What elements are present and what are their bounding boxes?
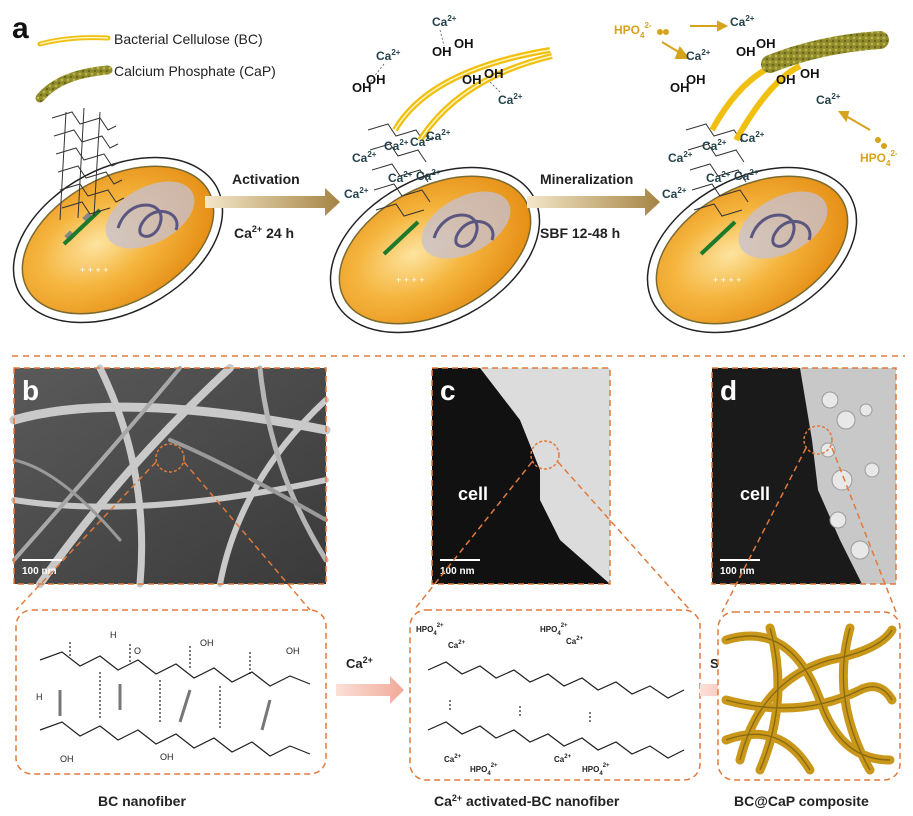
panel-c-cell-label: cell — [458, 484, 488, 504]
ion-labels-cell2: Ca2+ Ca2+ Ca2+ Ca2+ Ca2+ Ca2+ Ca2+ Ca2+ … — [344, 14, 523, 201]
hpo4-ions: HPO42- HPO42- — [614, 21, 898, 168]
panel-b-caption: BC nanofiber — [98, 793, 186, 809]
svg-text:Ca2+: Ca2+ — [734, 168, 759, 183]
svg-text:OH: OH — [454, 36, 474, 51]
svg-text:OH: OH — [756, 36, 776, 51]
sem-fibers — [9, 364, 331, 588]
cellulose-chains — [51, 107, 125, 221]
svg-text:OH: OH — [776, 72, 796, 87]
svg-text:+ + + +: + + + + — [713, 275, 742, 285]
svg-text:Ca2+ 24 h: Ca2+ 24 h — [234, 224, 294, 241]
legend-cap-label: Calcium Phosphate (CaP) — [114, 63, 276, 79]
svg-text:Ca2+: Ca2+ — [444, 754, 462, 764]
panel-c-caption: Ca2+ activated-BC nanofiber — [434, 793, 620, 809]
panel-c-scale: 100 nm — [440, 566, 475, 577]
svg-text:Ca2+: Ca2+ — [668, 150, 693, 165]
activation-label: Activation — [232, 171, 300, 187]
panel-c: c cell 100 nm HPO42+ Ca2+ HPO42+ Ca2+ Ca… — [409, 367, 701, 809]
svg-text:Ca2+: Ca2+ — [686, 48, 711, 63]
ca-transition-arrow: Ca2+ — [336, 655, 404, 704]
sem-zoom-circle — [155, 443, 185, 473]
panel-a: a Bacterial Cellulose (BC) Calcium Phosp… — [12, 12, 898, 334]
svg-text:HPO42+: HPO42+ — [582, 763, 610, 777]
svg-text:Ca2+: Ca2+ — [662, 186, 687, 201]
svg-text:Ca2+: Ca2+ — [346, 655, 373, 671]
svg-text:OH: OH — [462, 72, 482, 87]
svg-text:+ + + +: + + + + — [396, 275, 425, 285]
svg-text:OH: OH — [432, 44, 452, 59]
activation-arrow: Activation Ca2+ 24 h — [205, 171, 340, 241]
panel-b: b 100 nm H O OH OH H OH OH BC nanofiber — [9, 364, 331, 809]
svg-text:HPO42-: HPO42- — [860, 149, 898, 168]
svg-text:Ca2+: Ca2+ — [376, 48, 401, 63]
mineralization-condition: SBF 12-48 h — [540, 225, 620, 241]
svg-text:+ + + +: + + + + — [80, 265, 109, 275]
svg-text:HPO42+: HPO42+ — [470, 763, 498, 777]
svg-text:O: O — [134, 646, 141, 656]
svg-text:Ca2+: Ca2+ — [352, 150, 377, 165]
svg-text:Ca2+: Ca2+ — [730, 14, 755, 29]
panel-a-letter: a — [12, 12, 29, 45]
tem-c-zoom-circle — [530, 440, 560, 470]
legend-bc-label: Bacterial Cellulose (BC) — [114, 31, 263, 47]
svg-text:Ca2+: Ca2+ — [448, 640, 466, 650]
svg-text:Ca2+: Ca2+ — [384, 138, 409, 153]
svg-text:OH: OH — [800, 66, 820, 81]
panel-d-caption: BC@CaP composite — [734, 793, 869, 809]
activated-bc-molecular-structure — [427, 661, 685, 759]
svg-text:Ca2+: Ca2+ — [554, 754, 572, 764]
bc-structure-box — [15, 609, 327, 775]
svg-text:Ca2+: Ca2+ — [432, 14, 457, 29]
svg-text:HPO42+: HPO42+ — [416, 623, 444, 637]
svg-text:Ca2+: Ca2+ — [816, 92, 841, 107]
bacterium-3: + + + + HPO42- HPO42- — [614, 14, 898, 334]
svg-text:Ca2+: Ca2+ — [410, 134, 435, 149]
svg-text:H: H — [110, 630, 117, 640]
svg-text:Ca2+: Ca2+ — [702, 138, 727, 153]
mineralization-label: Mineralization — [540, 171, 633, 187]
svg-text:Ca2+: Ca2+ — [426, 128, 451, 143]
svg-text:H: H — [36, 692, 43, 702]
activation-duration: 24 h — [266, 225, 294, 241]
svg-text:Ca2+: Ca2+ — [566, 636, 584, 646]
activation-ion: Ca — [234, 225, 252, 241]
svg-text:OH: OH — [686, 72, 706, 87]
panel-b-scale: 100 nm — [22, 566, 57, 577]
panel-d-cell-label: cell — [740, 484, 770, 504]
svg-text:HPO42+: HPO42+ — [540, 623, 568, 637]
svg-text:OH: OH — [484, 66, 504, 81]
mineralization-arrow: Mineralization SBF 12-48 h — [527, 171, 660, 241]
cap-coated-fiber — [761, 31, 889, 73]
bacterium-1: + + + + — [12, 107, 224, 324]
panel-d-scale: 100 nm — [720, 566, 755, 577]
svg-text:Ca2+: Ca2+ — [706, 170, 731, 185]
panel-b-letter: b — [22, 375, 39, 406]
cap-fiber-icon — [35, 65, 113, 103]
panel-c-letter: c — [440, 375, 456, 406]
panel-d: d cell 100 nm BC@CaP composite — [711, 367, 901, 809]
svg-text:HPO42-: HPO42- — [614, 21, 652, 40]
tem-d-zoom-circle — [803, 425, 833, 455]
svg-text:Ca2+: Ca2+ — [416, 168, 441, 183]
svg-text:Ca2+: Ca2+ — [740, 130, 765, 145]
legend: Bacterial Cellulose (BC) Calcium Phospha… — [35, 31, 276, 103]
svg-text:OH: OH — [60, 754, 74, 764]
svg-text:OH: OH — [160, 752, 174, 762]
panel-d-letter: d — [720, 375, 737, 406]
svg-text:Ca2+: Ca2+ — [498, 92, 523, 107]
bacterium-2: + + + + Ca2+ Ca2+ Ca2+ Ca2+ Ca2+ Ca2+ Ca… — [329, 14, 553, 334]
bc-molecular-structure — [39, 640, 311, 757]
svg-text:OH: OH — [200, 638, 214, 648]
svg-text:OH: OH — [286, 646, 300, 656]
svg-text:OH: OH — [670, 80, 690, 95]
svg-text:Ca2+: Ca2+ — [388, 170, 413, 185]
svg-text:OH: OH — [352, 80, 372, 95]
svg-text:OH: OH — [366, 72, 386, 87]
svg-text:Ca2+: Ca2+ — [344, 186, 369, 201]
svg-text:OH: OH — [736, 44, 756, 59]
